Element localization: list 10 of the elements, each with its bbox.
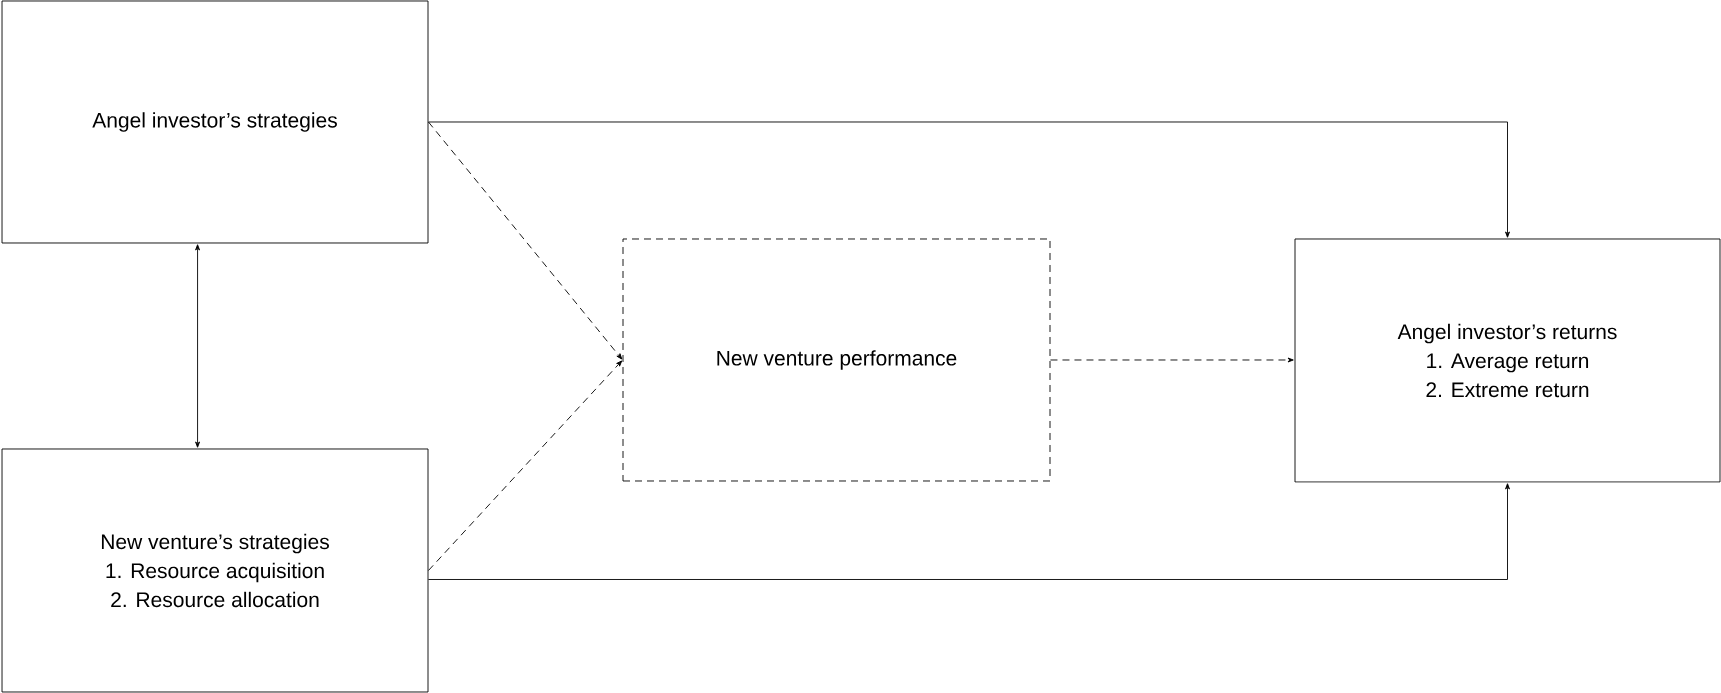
arrow (428, 360, 623, 571)
strategy-box: New venture’s strategies 1. Resource acquisition 2. Resource allocation (1, 448, 429, 693)
arrow (428, 483, 1510, 580)
performance-box: New venture performance (622, 238, 1051, 482)
strategy-box: Angel investor’s strategies (1, 0, 429, 244)
arrow (195, 244, 200, 448)
arrow (428, 121, 1510, 238)
arrow (1050, 357, 1294, 363)
arrow (428, 121, 623, 360)
returns-box: Angel investor’s returns 1. Average return 2. Extreme return (1294, 238, 1721, 483)
